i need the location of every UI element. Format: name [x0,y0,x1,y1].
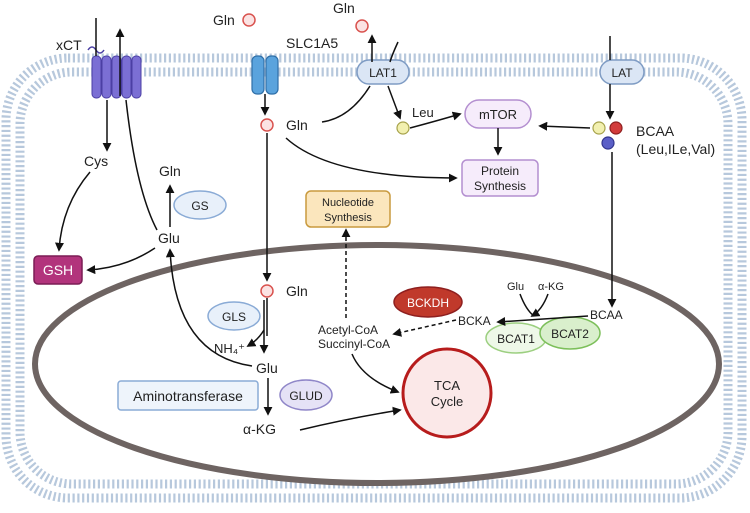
gln-gs-label: Gln [159,163,181,179]
gs-label: GS [191,199,208,213]
gln-mito-label: Gln [286,283,308,299]
slc1a5-label: SLC1A5 [286,35,338,51]
glu-mito-label: Glu [256,360,278,376]
bcka-label: BCKA [458,314,491,328]
lat1-transporter: LAT1 [356,59,410,85]
bcat1-label: BCAT1 [497,332,535,346]
leu-dot [396,121,410,135]
bckdh-label: BCKDH [407,296,449,310]
lat-label: LAT [611,66,633,80]
bcaa-dot-leu [592,121,606,135]
bcat1-enzyme: BCAT1 [485,322,547,354]
gln-dot-top-mid [355,19,369,33]
lat-transporter: LAT [599,59,645,85]
slc1a5-transporter [251,55,279,95]
gln-top-left-label: Gln [213,12,235,28]
nh4-label: NH₄⁺ [214,341,245,356]
aminotransferase-box: Aminotransferase [117,380,259,411]
pathway-arrows [54,18,617,431]
nucleotide-line1: Nucleotide [322,197,374,209]
glud-label: GLUD [289,389,323,403]
gls-label: GLS [222,310,246,324]
mitochondrion-membrane [32,242,722,486]
tca-line1: TCA [434,378,460,393]
gln-dot-cyto [260,118,274,132]
xct-transporter [87,46,142,99]
gs-enzyme: GS [173,190,227,220]
xct-label: xCT [56,37,82,53]
nucleotide-line2: Synthesis [324,212,372,224]
tca-cycle: TCA Cycle [401,347,493,439]
gln-dot-mito [260,284,274,298]
bcaa-mito-label: BCAA [590,308,623,322]
glu-cyto-label: Glu [158,230,180,246]
bcaa-cyto-label: BCAA [636,123,675,139]
protein-line2: Synthesis [474,179,526,193]
glu-small-label: Glu [507,281,524,293]
gls-enzyme: GLS [207,301,261,331]
bcaa-dot-ile [609,121,623,135]
gln-cyto-label: Gln [286,117,308,133]
acetyl-coa-label: Acetyl-CoA [318,323,378,337]
akg-small-label: α-KG [538,281,564,293]
gsh-box: GSH [33,255,83,285]
protein-synthesis-box: Protein Synthesis [461,159,539,197]
bckdh-enzyme: BCKDH [393,286,463,318]
glud-enzyme: GLUD [279,379,333,411]
tca-line2: Cycle [431,394,464,409]
bcat2-enzyme: BCAT2 [539,316,601,350]
mtor-box: mTOR [464,99,532,129]
aminotransferase-label: Aminotransferase [133,388,243,404]
bcaa-dot-val [601,136,615,150]
nucleotide-synthesis-box: Nucleotide Synthesis [305,190,391,228]
gln-dot-top-left [242,13,256,27]
bcat2-label: BCAT2 [551,327,589,341]
protein-line1: Protein [481,164,519,178]
bcaa-cyto-detail: (Leu,ILe,Val) [636,141,715,157]
leu-label: Leu [412,105,434,120]
cys-label: Cys [84,153,108,169]
mtor-label: mTOR [479,107,517,122]
gsh-label: GSH [43,262,73,278]
succinyl-coa-label: Succinyl-CoA [318,337,390,351]
lat1-label: LAT1 [369,66,397,80]
akg-bottom-label: α-KG [243,421,276,437]
gln-top-mid-label: Gln [333,0,355,16]
